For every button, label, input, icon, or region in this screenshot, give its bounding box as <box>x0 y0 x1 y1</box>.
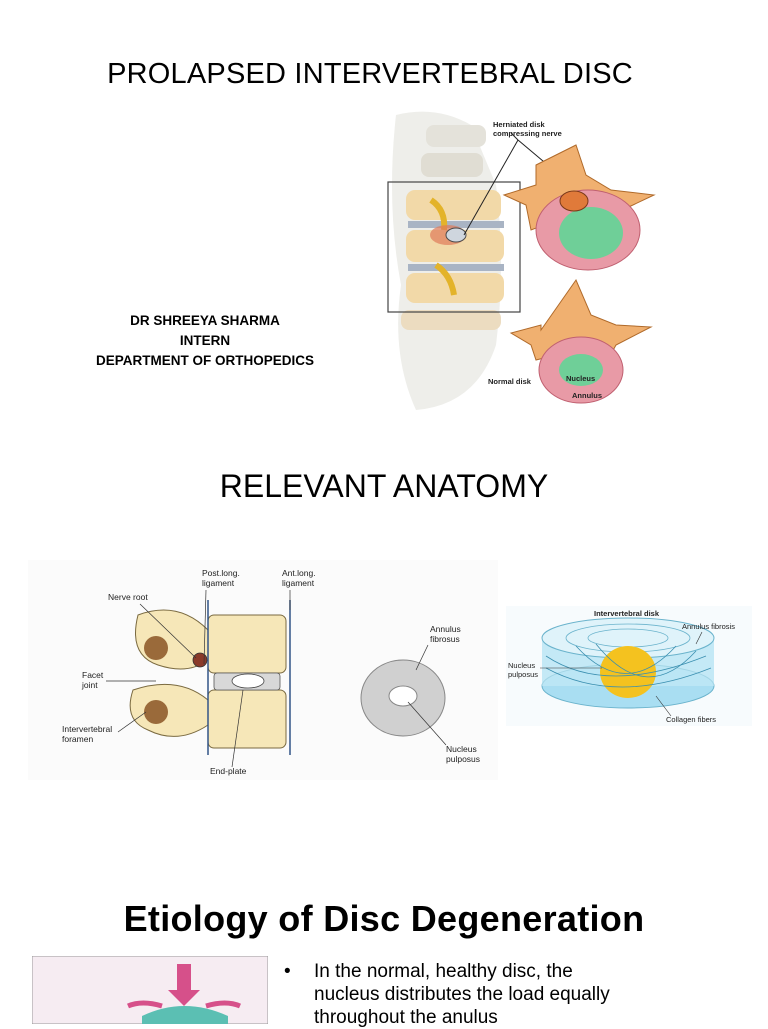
label-facet-2: joint <box>81 680 98 690</box>
label-collagen-fibers: Collagen fibers <box>666 715 716 724</box>
label-annulus-fibrosus-1: Annulus <box>430 624 461 634</box>
bullet-symbol: • <box>284 961 291 982</box>
normal-disc-top-view <box>509 278 653 404</box>
author-block: DR SHREEYA SHARMA INTERN DEPARTMENT OF O… <box>60 311 350 371</box>
vertebral-anatomy-illustration: Post.long. ligament Ant.long. ligament N… <box>28 560 498 780</box>
herniated-disc-top-view <box>502 144 656 271</box>
vertebra-side-view <box>129 600 291 755</box>
label-annulus-fibrosus-2: fibrosus <box>430 634 460 644</box>
load-arrow-icon <box>177 964 191 990</box>
label-herniated-line2: compressing nerve <box>493 129 562 138</box>
bullet-line-2: nucleus distributes the load equally <box>314 984 610 1005</box>
zoom-box <box>387 181 521 313</box>
bullet-line-3: throughout the anulus <box>314 1007 498 1028</box>
annulus-ring-diagram <box>360 644 447 746</box>
label-normal-disk: Normal disk <box>488 377 532 386</box>
slide-title-relevant-anatomy: RELEVANT ANATOMY <box>219 468 549 504</box>
bullet-line-1: In the normal, healthy disc, the <box>314 961 573 982</box>
label-ant-long-2: ligament <box>282 578 315 588</box>
slide-title-prolapsed-disc: PROLAPSED INTERVERTEBRAL DISC <box>107 58 633 90</box>
slide-title-etiology: Etiology of Disc Degeneration <box>123 898 645 939</box>
label-nucleus: Nucleus <box>566 374 595 383</box>
label-nucleus-pulposus-1: Nucleus <box>446 744 477 754</box>
label-nucleus-pulposus-a: Nucleus <box>508 661 535 670</box>
label-facet-1: Facet <box>82 670 104 680</box>
spine-column <box>392 111 504 411</box>
author-department: DEPARTMENT OF ORTHOPEDICS <box>95 353 314 368</box>
author-name: DR SHREEYA SHARMA <box>130 313 280 328</box>
label-post-long-2: ligament <box>202 578 235 588</box>
label-end-plate: End-plate <box>210 766 247 776</box>
label-annulus-fibrosis: Annulus fibrosis <box>682 622 735 631</box>
label-foramen-2: foramen <box>62 734 93 744</box>
label-ant-long-1: Ant.long. <box>282 568 316 578</box>
disc-load-illustration <box>32 956 268 1024</box>
label-post-long-1: Post.long. <box>202 568 240 578</box>
label-nerve-root: Nerve root <box>108 592 148 602</box>
label-nucleus-pulposus-2: pulposus <box>446 754 480 764</box>
label-foramen-1: Intervertebral <box>62 724 112 734</box>
intervertebral-disk-cylinder-illustration: Intervertebral disk Annulus fibrosis Nuc… <box>506 606 752 726</box>
label-annulus: Annulus <box>572 391 602 400</box>
label-nucleus-pulposus-b: pulposus <box>508 670 538 679</box>
author-role: INTERN <box>179 333 231 348</box>
label-herniated-line1: Herniated disk <box>493 120 546 129</box>
herniated-disc-illustration: Herniated disk compressing nerve Normal … <box>387 111 656 411</box>
label-intervertebral-disk: Intervertebral disk <box>594 609 660 618</box>
